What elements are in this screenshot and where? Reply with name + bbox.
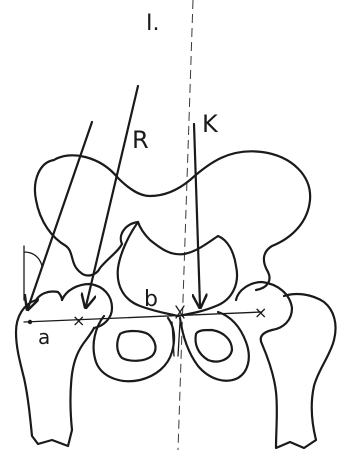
force-arrow-r-inner [86, 86, 138, 306]
left-reference-dot [28, 320, 32, 324]
label-a: a [38, 325, 50, 349]
right-femur-outline [261, 294, 336, 448]
left-joint-center-mark: × [72, 311, 85, 330]
label-r: R [132, 126, 149, 154]
force-arrow-r-outer [28, 122, 92, 308]
iliac-wing-outline [35, 151, 310, 290]
midline [178, 0, 193, 450]
label-k: K [202, 110, 219, 138]
right-obturator-foramen [196, 330, 233, 362]
right-joint-center-mark: × [254, 303, 267, 322]
right-pubic-ring [180, 312, 249, 381]
top-mark-label: I. [146, 11, 159, 36]
left-pubic-ring [94, 316, 175, 381]
force-arrow-k [194, 124, 200, 306]
left-obturator-foramen [117, 331, 155, 361]
label-b: b [144, 287, 158, 312]
sacrum-outline [118, 222, 237, 316]
